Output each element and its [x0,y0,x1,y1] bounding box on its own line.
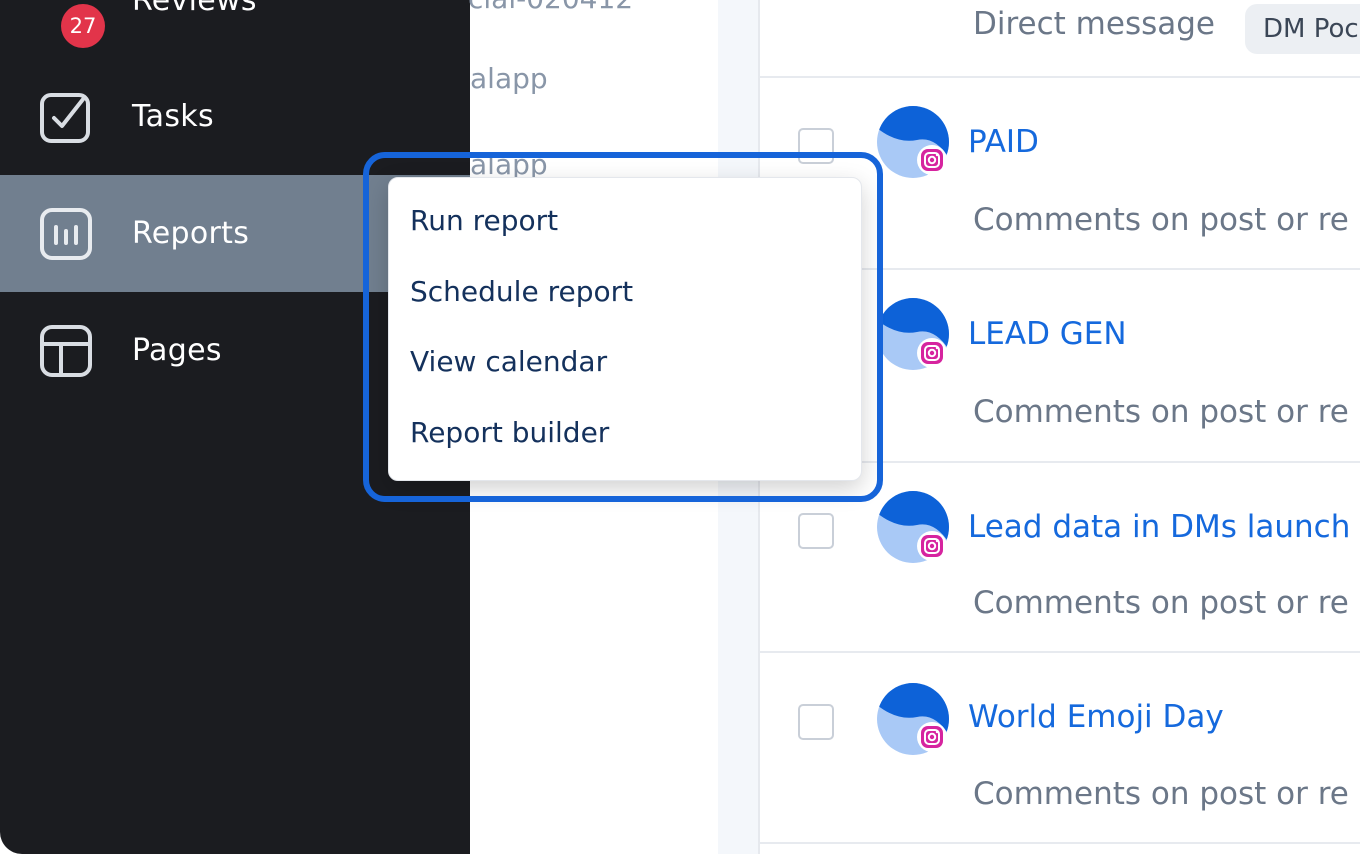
menu-item-run-report[interactable]: Run report [410,204,559,237]
reports-dropdown-menu: Run report Schedule report View calendar… [388,177,862,481]
menu-item-view-calendar[interactable]: View calendar [410,345,608,378]
row-title[interactable]: PAID [968,124,1039,160]
row-checkbox[interactable] [798,513,834,549]
instagram-icon [917,338,947,368]
account-name-text: alapp [470,62,548,95]
row-checkbox[interactable] [798,704,834,740]
divider [760,268,1360,270]
sidebar-item-label: Pages [132,333,222,368]
row-title[interactable]: World Emoji Day [968,699,1224,735]
checkbox-task-icon [39,90,93,144]
feed-row[interactable]: World Emoji Day Comments on post or re [760,653,1360,843]
feed-row[interactable]: Lead data in DMs launch Comments on post… [760,463,1360,651]
instagram-icon [917,531,947,561]
divider [760,651,1360,653]
sidebar-item-tasks[interactable]: Tasks [0,58,470,175]
account-name-text: cial-020412 [468,0,633,15]
chart-bars-icon [39,207,93,261]
row-checkbox[interactable] [798,128,834,164]
highlight-frame [363,152,883,502]
direct-message-label: Direct message [973,6,1215,42]
sidebar-item-label: Reports [132,216,250,251]
layout-icon [39,324,93,378]
notification-badge: 27 [61,4,105,48]
row-title[interactable]: LEAD GEN [968,316,1127,352]
menu-item-report-builder[interactable]: Report builder [410,416,610,449]
row-subtitle: Comments on post or re [973,394,1349,430]
divider [760,76,1360,78]
row-subtitle: Comments on post or re [973,202,1349,238]
instagram-icon [917,145,947,175]
sidebar-item-label: Tasks [132,99,214,134]
divider [760,461,1360,463]
feed-row[interactable]: PAID Comments on post or re [760,78,1360,270]
row-title[interactable]: Lead data in DMs launch [968,509,1351,545]
row-subtitle: Comments on post or re [973,585,1349,621]
instagram-icon [917,722,947,752]
row-subtitle: Comments on post or re [973,776,1349,812]
dm-tag-chip[interactable]: DM Poc [1245,4,1360,54]
sidebar-item-pages[interactable]: Pages [0,292,470,409]
sidebar-item-reviews[interactable]: Reviews 27 [0,0,470,59]
menu-item-schedule-report[interactable]: Schedule report [410,275,634,308]
sidebar-item-label: Reviews [132,0,257,18]
divider [760,842,1360,844]
